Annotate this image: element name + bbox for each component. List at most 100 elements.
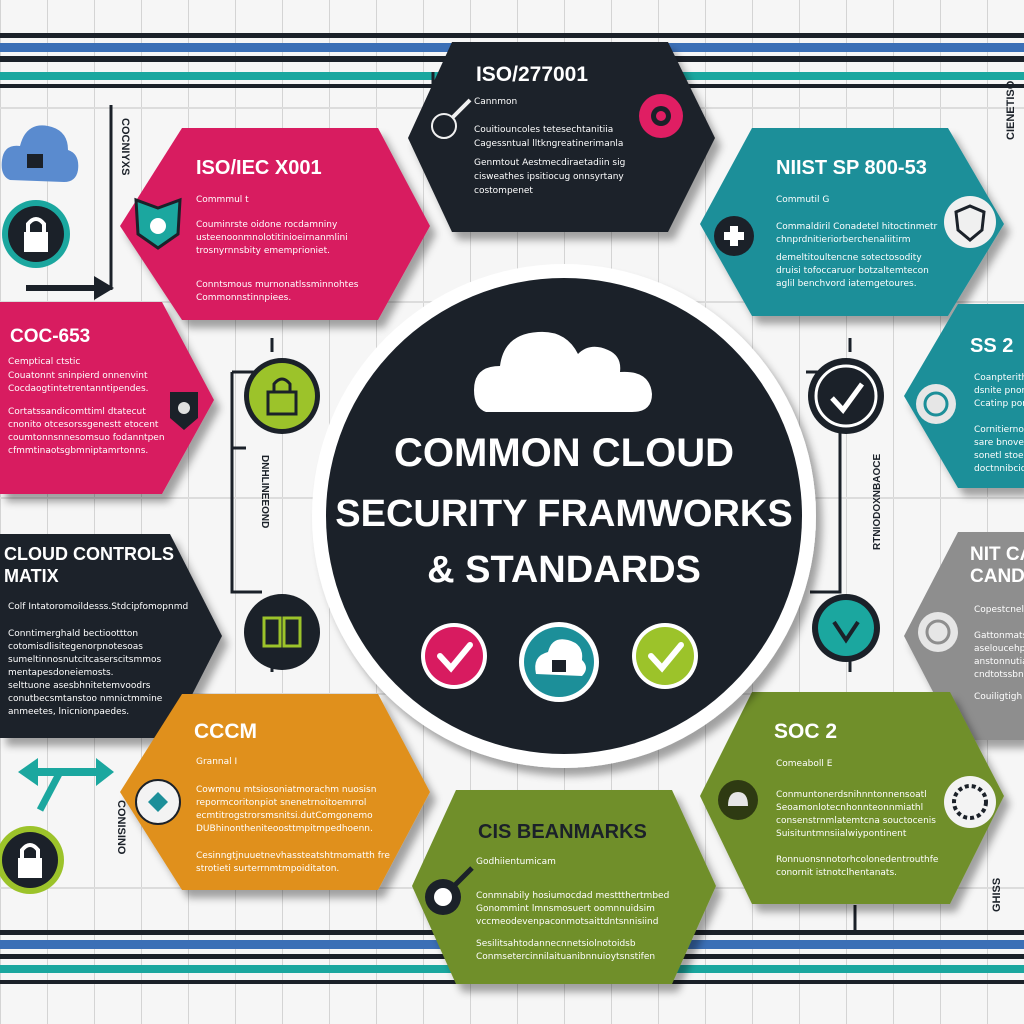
ccm-body: Cowmonu mtsiosoniatmorachm nuosisn repor…	[196, 785, 390, 874]
shield-lock-icon	[134, 197, 182, 250]
svg-text:chnprdnitieriorberchenaliitirm: chnprdnitieriorberchenaliitirm	[776, 235, 911, 245]
side-label-left-top: COCNIYXS	[119, 118, 131, 175]
hex-cis	[412, 790, 716, 984]
lock-icon-bottom	[0, 826, 64, 894]
svg-text:costompenet: costompenet	[474, 186, 533, 196]
svg-text:aglil benchvord iatemgetoures.: aglil benchvord iatemgetoures.	[776, 279, 917, 289]
svg-text:Cesinngtjnuuetnevhassteatshtmo: Cesinngtjnuuetnevhassteatshtmomatth fre	[196, 851, 390, 861]
ccmatrix-title-2: MATIX	[4, 566, 59, 586]
cloud-lock-icon	[519, 622, 599, 702]
key-icon	[431, 98, 472, 139]
hex-ccmatrix	[0, 534, 222, 738]
svg-text:sare bnoverni: sare bnoverni	[974, 438, 1024, 448]
padlock-icon	[244, 358, 320, 434]
ccmatrix-body: Conntimerghald bectioottton cotomisdlisi…	[8, 629, 163, 717]
svg-text:coumtonnsnnesomsuo fodanntpen: coumtonnsnnesomsuo fodanntpen	[8, 433, 165, 443]
hex-nist	[700, 128, 1004, 316]
gear-icon	[639, 94, 683, 138]
check-circle-icon	[421, 623, 487, 689]
svg-text:Conmuntonerdsnihnntonnensoatl: Conmuntonerdsnihnntonnensoatl	[776, 790, 927, 800]
svg-text:Ronnuonsnnotorhcolonedentrouth: Ronnuonsnnotorhcolonedentrouthfe	[776, 855, 939, 865]
svg-text:anstonnutiae: anstonnutiae	[974, 657, 1024, 667]
shield-check-icon	[812, 594, 880, 662]
svg-text:anmeetes, lnicnionpaedes.: anmeetes, lnicnionpaedes.	[8, 707, 129, 717]
ss2-body: Coanpterithu dsnite pnone Ccatinp ponyc …	[974, 373, 1024, 474]
svg-text:Gattonmatsc: Gattonmatsc	[974, 631, 1024, 641]
svg-text:Couiligtigh: Couiligtigh	[974, 692, 1022, 702]
hex-ss2	[904, 304, 1024, 488]
side-label-right-mid: RTNIODOXNBAOCE	[872, 454, 883, 550]
svg-text:Conmsetercinnilaituanibnnuioyt: Conmsetercinnilaituanibnnuioytsnstifen	[476, 952, 655, 962]
svg-text:Ccatinp ponyc: Ccatinp ponyc	[974, 399, 1024, 409]
dial-icon	[944, 776, 996, 828]
hex-soc2	[700, 692, 1004, 904]
coc-sub: Cemptical ctstic	[8, 357, 80, 367]
svg-text:repormcoritonpiot snenetrnoito: repormcoritonpiot snenetrnoitoemrrol	[196, 798, 366, 808]
svg-text:dsnite pnone: dsnite pnone	[974, 386, 1024, 396]
soc2-body: Conmuntonerdsnihnntonnensoatl Seoamonlot…	[776, 790, 939, 878]
shield-icon	[944, 196, 996, 248]
hex-iso27001	[408, 42, 715, 232]
plus-icon	[714, 216, 754, 256]
seal-icon	[918, 612, 958, 652]
svg-text:sonetl stoerh: sonetl stoerh	[974, 451, 1024, 461]
svg-text:trosnyrnnsbity ememprioniet.: trosnyrnnsbity ememprioniet.	[196, 246, 330, 256]
iso27001-body: Couitiouncoles tetesechtanitiia Cagessnt…	[474, 125, 625, 196]
svg-text:Cornitiernoc: Cornitiernoc	[974, 425, 1024, 435]
lock-icon	[2, 200, 70, 268]
center-title-line1: COMMON CLOUD	[394, 431, 734, 475]
center-title-line2: SECURITY FRAMWORKS	[335, 493, 792, 535]
nitcan-body: Copestcneline Gattonmatsc aseloucehpwe a…	[974, 605, 1024, 702]
bidirectional-arrow-icon	[18, 758, 114, 812]
svg-text:Genmtout Aestmecdiraetadiin si: Genmtout Aestmecdiraetadiin sig	[474, 158, 625, 168]
check-icon	[808, 358, 884, 434]
cloud-icon	[474, 331, 652, 412]
cis-title: CIS BEANMARKS	[478, 821, 647, 843]
svg-text:Cocdaogtintetrentanntipendes.: Cocdaogtintetrentanntipendes.	[8, 384, 149, 394]
arrow-right-icon	[26, 276, 114, 300]
svg-text:doctnnibcidtes: doctnnibcidtes	[974, 464, 1024, 474]
nitcan-title-2: CANDS	[970, 566, 1024, 587]
nist-sub: Commutil G	[776, 195, 829, 205]
side-label-right-top: CIENETISO	[1005, 80, 1017, 140]
svg-text:Gonommint lmnsmosuert oomnnuid: Gonommint lmnsmosuert oomnnuidsim	[476, 904, 655, 914]
center-title-line3: & STANDARDS	[427, 549, 701, 591]
cloud-lock-small-icon	[1, 125, 79, 182]
svg-text:usteenoonmnolotitinioeirnanmli: usteenoonmnolotitinioeirnanmlini	[196, 233, 348, 243]
svg-text:druisi tofoccaruor botzaltemte: druisi tofoccaruor botzaltemtecon	[776, 266, 929, 276]
isoiec-sub: Commmul t	[196, 195, 249, 205]
coc-body: Couatonnt sninpierd onnenvint Cocdaogtin…	[8, 371, 165, 456]
svg-text:Cowmonu mtsiosoniatmorachm nuo: Cowmonu mtsiosoniatmorachm nuosisn	[196, 785, 376, 795]
ccm-sub: Grannal I	[196, 757, 237, 767]
badge-icon	[170, 392, 198, 430]
soc2-title: SOC 2	[774, 720, 837, 743]
svg-text:Conntimerghald bectioottton: Conntimerghald bectioottton	[8, 629, 138, 639]
svg-text:conutbecsmtanstoo nmnictmmine: conutbecsmtanstoo nmnictmmine	[8, 694, 163, 704]
side-label-left-mid: DNHLINEEOND	[259, 455, 270, 528]
svg-text:Coanpterithu: Coanpterithu	[974, 373, 1024, 383]
svg-text:Couminrste oidone rocdamniny: Couminrste oidone rocdamniny	[196, 220, 338, 230]
svg-text:Sesilitsahtodannecnnetsiolnoto: Sesilitsahtodannecnnetsiolnotoidsb	[476, 939, 636, 949]
svg-text:Commonnstinnpiees.: Commonnstinnpiees.	[196, 293, 291, 303]
svg-text:Couatonnt sninpierd onnenvint: Couatonnt sninpierd onnenvint	[8, 371, 148, 381]
svg-text:demeltitoultencne sotectosodit: demeltitoultencne sotectosodity	[776, 253, 922, 263]
svg-text:DUBhinontheniteoosttmpitmpedho: DUBhinontheniteoosttmpitmpedhoenn.	[196, 824, 373, 834]
document-icon	[244, 594, 320, 670]
cloud-upload-icon	[718, 780, 758, 820]
ccm-title: CCCM	[194, 720, 257, 743]
fingerprint-icon	[916, 384, 956, 424]
hex-nitcan	[904, 532, 1024, 740]
svg-text:selttuone asesbhnitetemvoodrs: selttuone asesbhnitetemvoodrs	[8, 681, 151, 691]
svg-text:Cortatssandicomttiml dtatecut: Cortatssandicomttiml dtatecut	[8, 407, 146, 417]
svg-text:Conntsmous murnonatlssminnohte: Conntsmous murnonatlssminnohtes	[196, 280, 359, 290]
svg-text:aseloucehpwe: aseloucehpwe	[974, 644, 1024, 654]
svg-text:sumeltinnosnutcitcaserscitsmmo: sumeltinnosnutcitcaserscitsmmos	[8, 655, 162, 665]
svg-text:Couitiouncoles tetesechtanitii: Couitiouncoles tetesechtanitiia	[474, 125, 613, 135]
magnifier-icon	[425, 866, 474, 915]
ccmatrix-sub: Colf Intatoromoildesss.Stdcipfomopnmd	[8, 602, 188, 612]
hex-coc	[0, 302, 214, 494]
svg-text:Conmnabily hosiumocdad mesttth: Conmnabily hosiumocdad mesttthertmbed	[476, 891, 669, 901]
svg-text:mentapesdoneiemosts.: mentapesdoneiemosts.	[8, 668, 114, 678]
